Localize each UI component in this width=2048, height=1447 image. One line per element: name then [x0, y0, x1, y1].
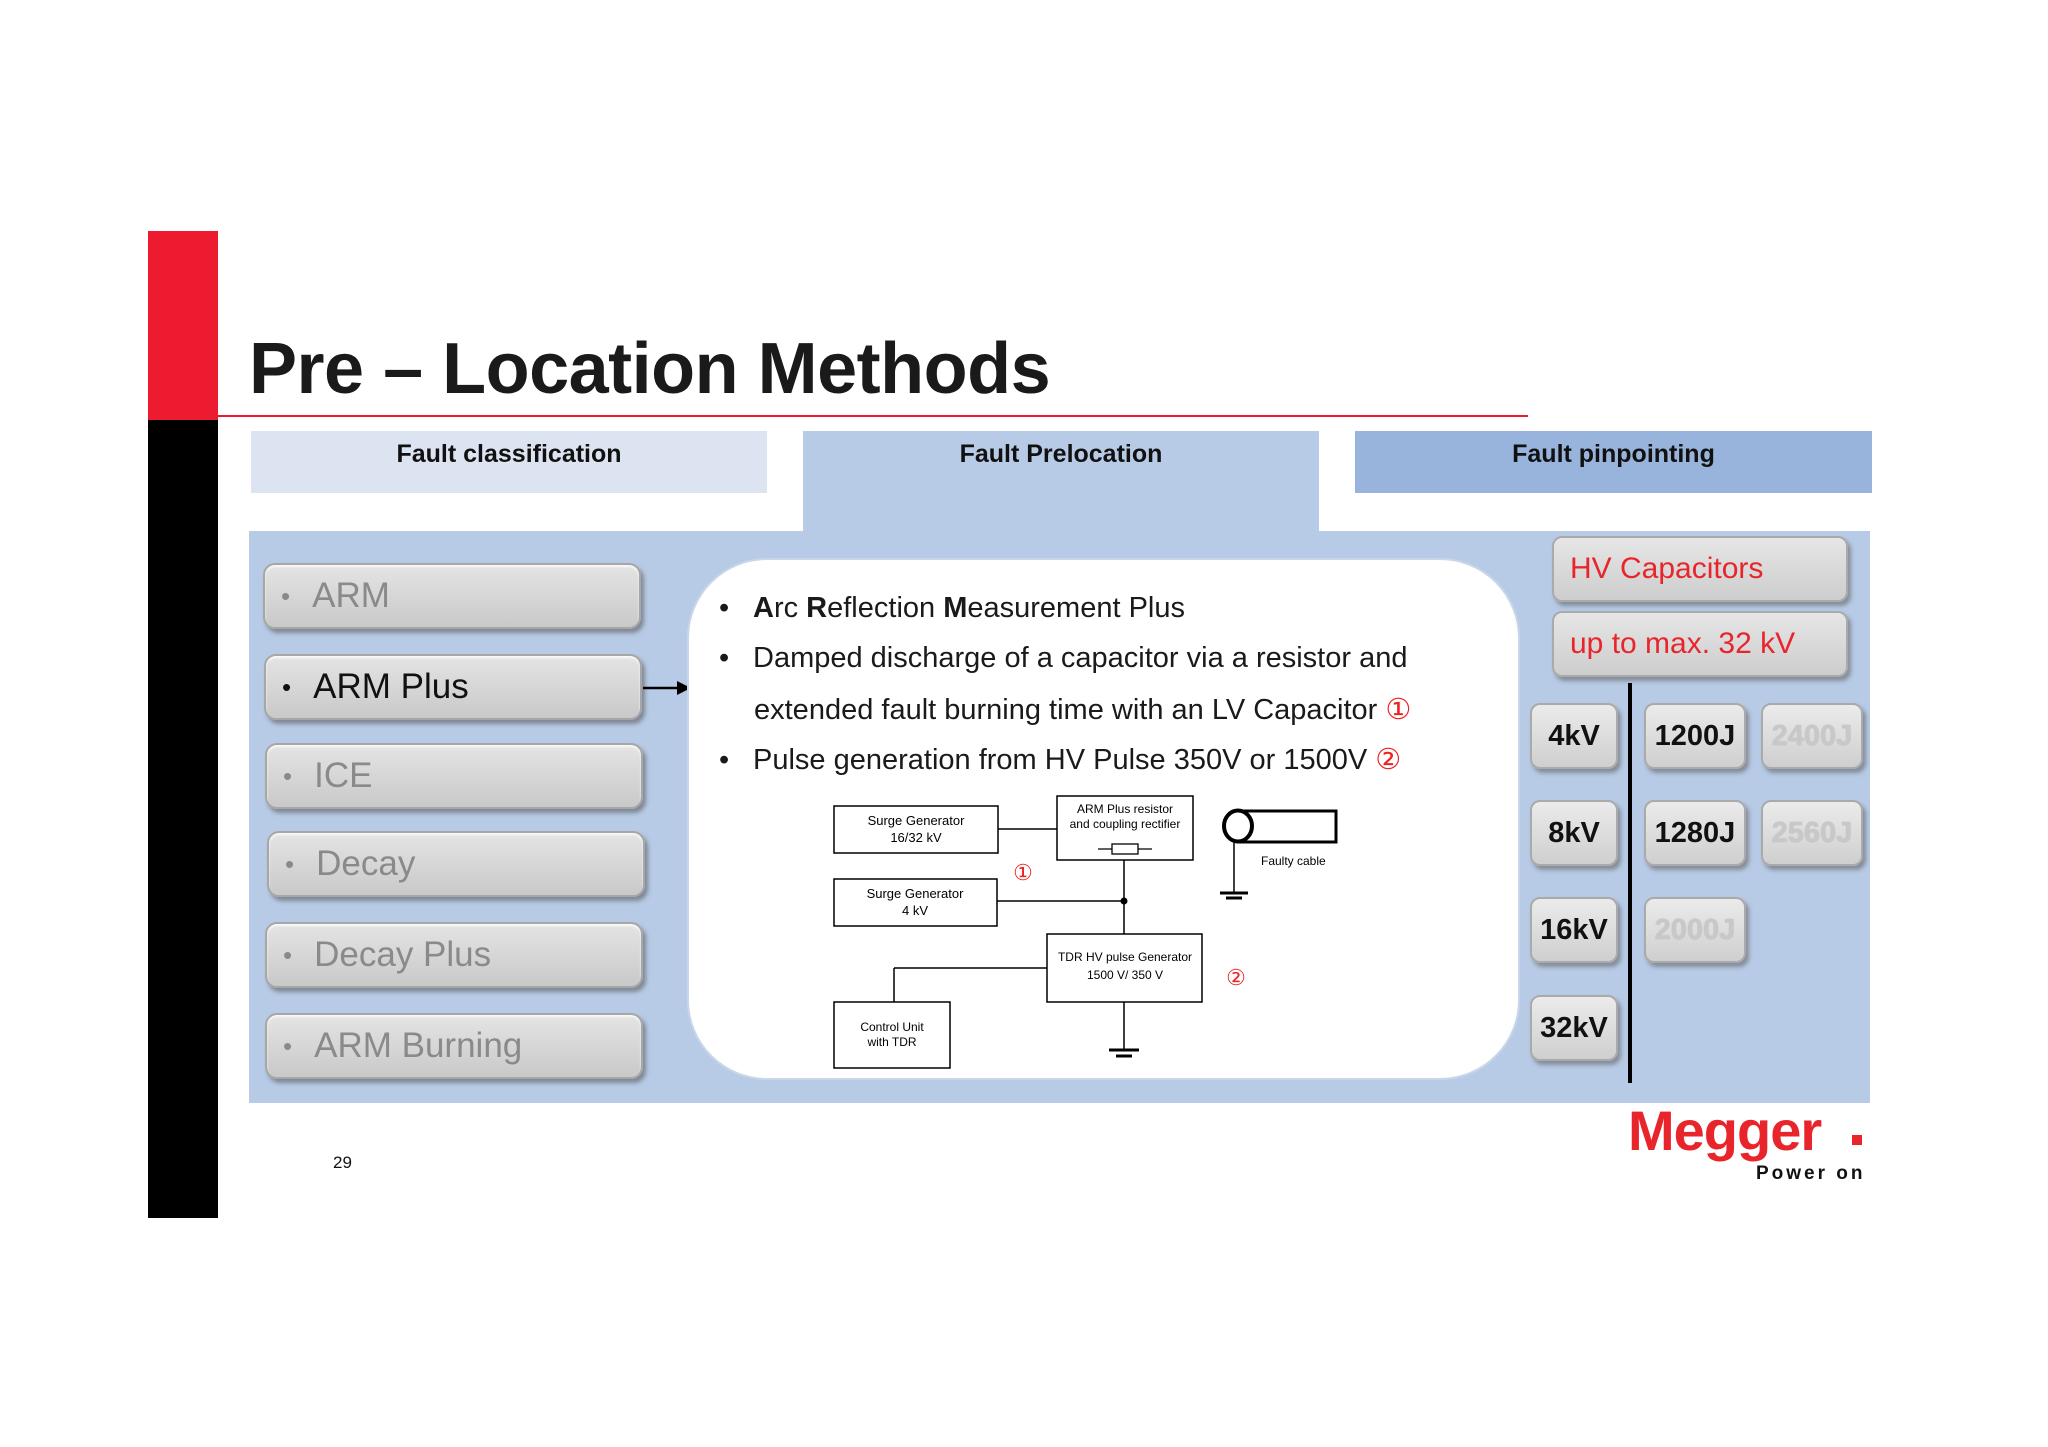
energy-1280j-button[interactable]: 1280J	[1644, 800, 1746, 866]
tdr-hv-pulse-generator	[1046, 933, 1203, 1003]
method-label: ARM Plus	[313, 667, 469, 706]
method-button-ice[interactable]: • ICE	[265, 743, 643, 809]
method-button-arm[interactable]: • ARM	[263, 563, 641, 629]
voltage-4kv-button[interactable]: 4kV	[1530, 703, 1618, 769]
svg-text:Surge Generator: Surge Generator	[868, 813, 966, 828]
svg-text:16/32 kV: 16/32 kV	[890, 830, 942, 845]
bullet-icon: •	[283, 939, 293, 970]
energy-2000j-button[interactable]: 2000J	[1644, 897, 1746, 963]
svg-text:②: ②	[1226, 965, 1246, 990]
megger-logo: Megger	[1628, 1099, 1822, 1162]
title-divider	[218, 415, 1528, 417]
brand-tagline: Power on	[1756, 1163, 1866, 1184]
bullet-icon: •	[281, 580, 291, 611]
method-button-arm-burning[interactable]: • ARM Burning	[265, 1013, 643, 1079]
voltage-8kv-button[interactable]: 8kV	[1530, 800, 1618, 866]
method-label: Decay Plus	[314, 935, 492, 974]
control-unit-tdr	[833, 1001, 951, 1069]
bullet-damped-discharge-cont: extended fault burning time with an LV C…	[754, 694, 1412, 726]
bullet-icon: •	[282, 671, 292, 702]
method-label: Decay	[316, 844, 416, 883]
bullet-icon: •	[283, 760, 293, 791]
method-button-decay[interactable]: • Decay	[267, 831, 645, 897]
method-label: ARM Burning	[314, 1026, 523, 1065]
divider-line	[1628, 683, 1632, 1083]
voltage-16kv-button[interactable]: 16kV	[1530, 897, 1618, 963]
energy-2560j-button[interactable]: 2560J	[1761, 800, 1863, 866]
surge-generator-4kv	[833, 878, 998, 927]
logo-mark-icon	[1852, 1135, 1862, 1145]
marker-1: ①	[1385, 694, 1412, 726]
hv-max-voltage-label: up to max. 32 kV	[1552, 611, 1848, 677]
faulty-cable-icon	[1222, 808, 1338, 844]
svg-text:Control Unit: Control Unit	[860, 1020, 924, 1034]
method-button-decay-plus[interactable]: • Decay Plus	[265, 922, 643, 988]
resistor-icon	[1111, 843, 1139, 855]
svg-text:TDR HV pulse Generator: TDR HV pulse Generator	[1058, 950, 1192, 964]
svg-text:1500 V/ 350 V: 1500 V/ 350 V	[1087, 968, 1163, 982]
method-button-arm-plus[interactable]: • ARM Plus	[264, 654, 642, 720]
bullet-icon: •	[285, 848, 295, 879]
ground-icon	[1220, 891, 1248, 900]
svg-text:Surge Generator: Surge Generator	[867, 886, 965, 901]
svg-text:with TDR: with TDR	[866, 1035, 916, 1049]
tab-fault-prelocation[interactable]: Fault Prelocation	[803, 431, 1319, 531]
svg-text:and coupling rectifier: and coupling rectifier	[1070, 817, 1181, 831]
svg-text:①: ①	[1013, 860, 1033, 885]
bullet-pulse-generation: •Pulse generation from HV Pulse 350V or …	[719, 744, 1402, 776]
tab-fault-classification[interactable]: Fault classification	[251, 431, 767, 493]
accent-bar-black	[148, 420, 218, 1218]
bullet-damped-discharge: •Damped discharge of a capacitor via a r…	[719, 642, 1408, 674]
accent-bar-red	[148, 231, 218, 420]
surge-generator-32kv	[833, 805, 999, 854]
energy-1200j-button[interactable]: 1200J	[1644, 703, 1746, 769]
bullet-icon: •	[719, 642, 730, 674]
circuit-diagram: Surge Generator 16/32 kV ARM Plus resist…	[833, 795, 1338, 1069]
bullet-icon: •	[719, 744, 730, 776]
method-label: ARM	[312, 576, 390, 615]
energy-2400j-button[interactable]: 2400J	[1761, 703, 1863, 769]
hv-capacitors-label: HV Capacitors	[1552, 536, 1848, 602]
voltage-32kv-button[interactable]: 32kV	[1530, 995, 1618, 1061]
page-number: 29	[333, 1153, 352, 1172]
svg-text:ARM Plus resistor: ARM Plus resistor	[1077, 802, 1173, 816]
bullet-icon: •	[719, 592, 730, 624]
page-title: Pre – Location Methods	[249, 329, 1051, 409]
ground-icon	[1109, 1048, 1139, 1058]
method-label: ICE	[314, 756, 373, 795]
bullet-arm-acronym: •Arc Reflection Measurement Plus	[719, 592, 1185, 624]
svg-text:Faulty cable: Faulty cable	[1261, 854, 1326, 868]
tab-fault-pinpointing[interactable]: Fault pinpointing	[1355, 431, 1872, 493]
arrow-right-icon	[643, 681, 691, 695]
bullet-icon: •	[283, 1030, 293, 1061]
marker-2: ②	[1375, 744, 1402, 776]
svg-text:4 kV: 4 kV	[902, 903, 928, 918]
